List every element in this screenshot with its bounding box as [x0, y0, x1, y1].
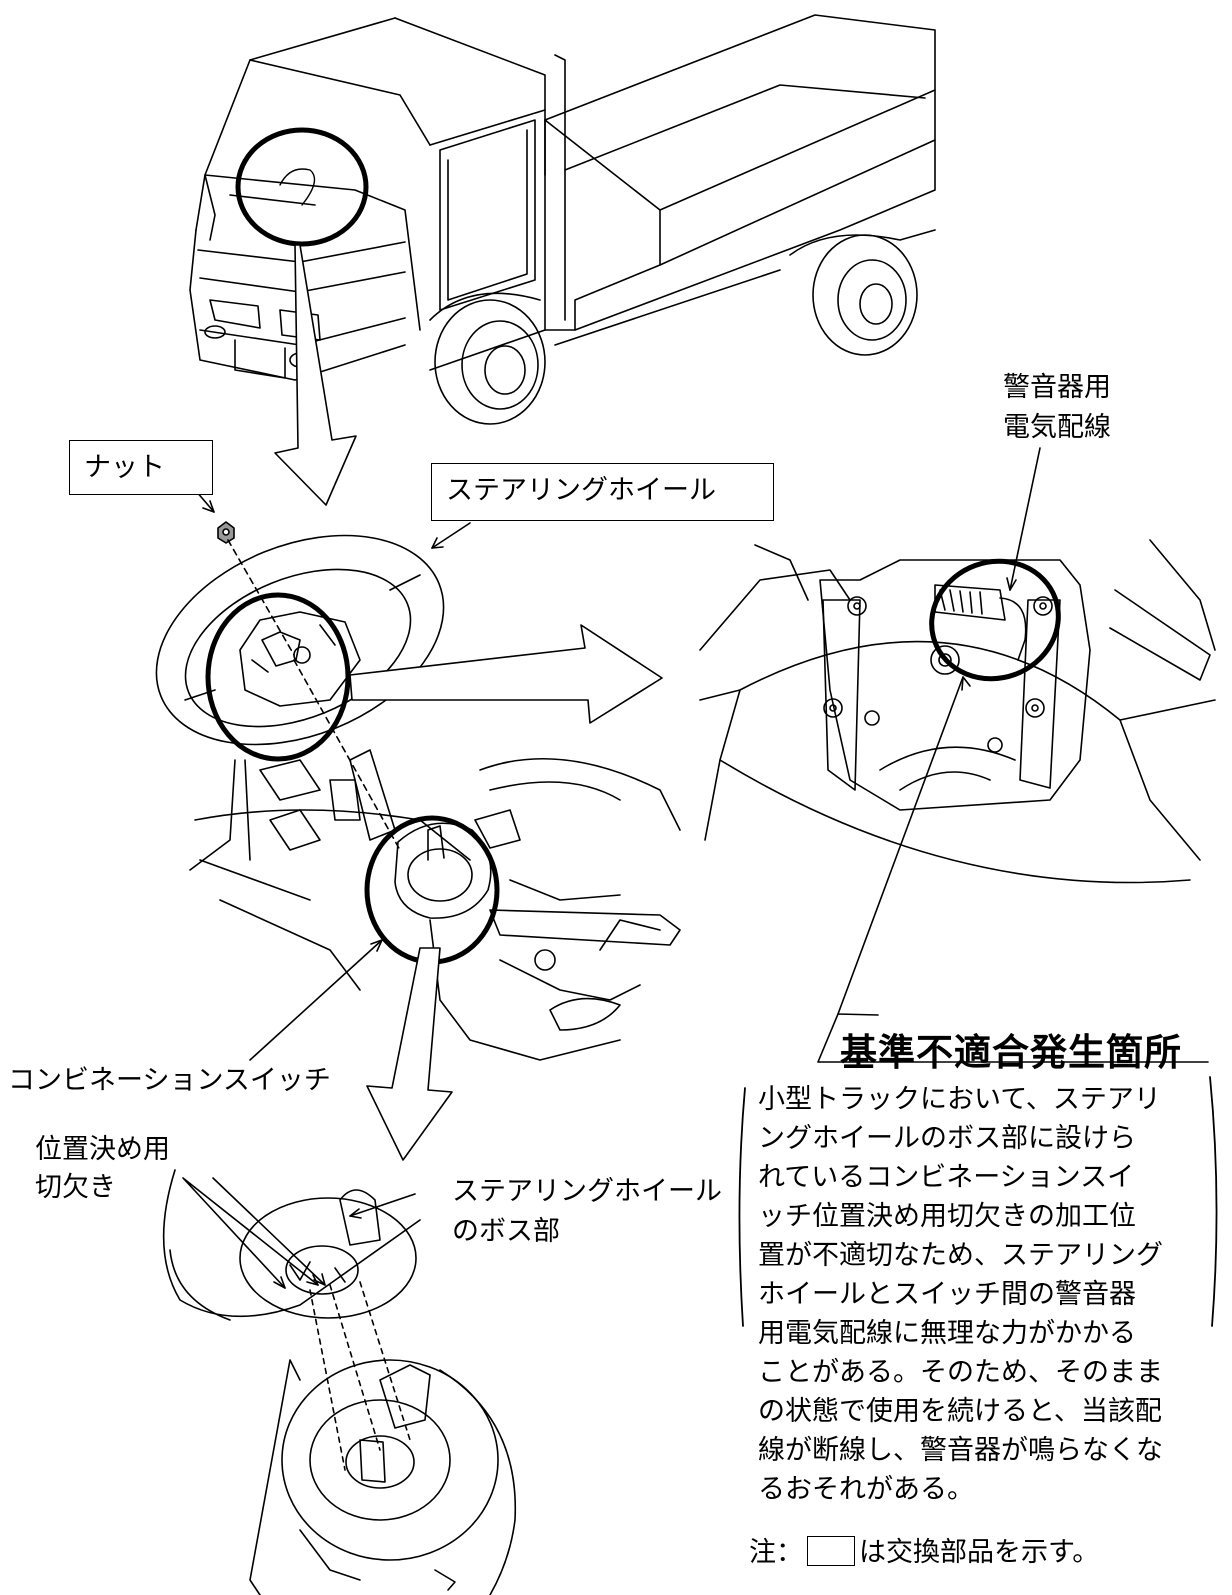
problem-line: 小型トラックにおいて、ステアリ — [758, 1084, 1161, 1115]
replacement-part-swatch — [807, 1536, 855, 1566]
problem-leader — [837, 676, 964, 1015]
desc-bracket-left — [738, 1087, 746, 1327]
closeup-highlight-circle — [929, 558, 1061, 682]
truck-drawing — [189, 14, 936, 425]
problem-line: 線が断線し、警音器が鳴らなくな — [758, 1435, 1163, 1466]
steering-wheel-label: ステアリングホイール — [446, 475, 716, 506]
arrow-down-to-boss — [366, 947, 453, 1161]
legend-note: 注： は交換部品を示す。 — [749, 1534, 1099, 1572]
problem-line: 置が不適切なため、ステアリング — [758, 1240, 1163, 1271]
wheel-boss-label-1: ステアリングホイール — [452, 1176, 722, 1207]
steering-leader-arrow — [431, 522, 471, 549]
arrow-down-to-wheel — [274, 244, 357, 506]
wheel-boss-label-2: のボス部 — [452, 1216, 560, 1247]
wheel-highlight-circle — [205, 592, 351, 762]
steering-wheel-drawing — [155, 534, 445, 746]
positioning-notch-label-1: 位置決め用 — [35, 1134, 170, 1165]
problem-line: ッチ位置決め用切欠きの加工位 — [758, 1201, 1136, 1232]
desc-bracket-right — [1209, 1076, 1218, 1327]
problem-line: 用電気配線に無理な力がかかる — [758, 1318, 1136, 1349]
steering-wheel-label-box: ステアリングホイール — [431, 463, 774, 521]
boss-detail-drawing — [162, 1169, 517, 1595]
boss-leader-arrow — [349, 1193, 416, 1217]
problem-location-title: 基準不適合発生箇所 — [840, 1031, 1182, 1074]
positioning-notch-label-2: 切欠き — [35, 1172, 116, 1203]
problem-line: ホイールとスイッチ間の警音器 — [758, 1279, 1136, 1310]
problem-line: の状態で使用を続けると、当該配 — [758, 1396, 1162, 1427]
horn-wiring-leader — [1009, 447, 1041, 591]
nut-label-box: ナット — [69, 440, 213, 495]
note-suffix: は交換部品を示す。 — [859, 1537, 1100, 1568]
problem-title-underline — [817, 1013, 1209, 1063]
note-prefix: 注： — [749, 1537, 803, 1568]
combination-switch-leader — [249, 939, 383, 1061]
horn-wiring-label-2: 電気配線 — [1003, 412, 1111, 443]
assembly-axis-dashed — [227, 539, 401, 851]
horn-wiring-label-1: 警音器用 — [1003, 372, 1111, 403]
nut-label: ナット — [84, 452, 165, 483]
nut-icon — [217, 521, 235, 544]
problem-line: ことがある。そのため、そのまま — [758, 1357, 1163, 1388]
problem-line: れているコンビネーションスイ — [758, 1162, 1135, 1193]
problem-line: るおそれがある。 — [758, 1474, 974, 1505]
steering-column-drawing — [189, 749, 681, 1061]
problem-description: 小型トラックにおいて、ステアリ ングホイールのボス部に設けら れているコンビネー… — [758, 1080, 1210, 1509]
arrow-right-to-closeup — [349, 624, 663, 724]
closeup-drawing — [699, 539, 1216, 884]
notch-leader-arrows — [182, 1177, 326, 1289]
combination-switch-label: コンビネーションスイッチ — [8, 1065, 331, 1096]
cab-highlight-circle — [235, 127, 369, 247]
problem-line: ングホイールのボス部に設けら — [758, 1123, 1136, 1154]
